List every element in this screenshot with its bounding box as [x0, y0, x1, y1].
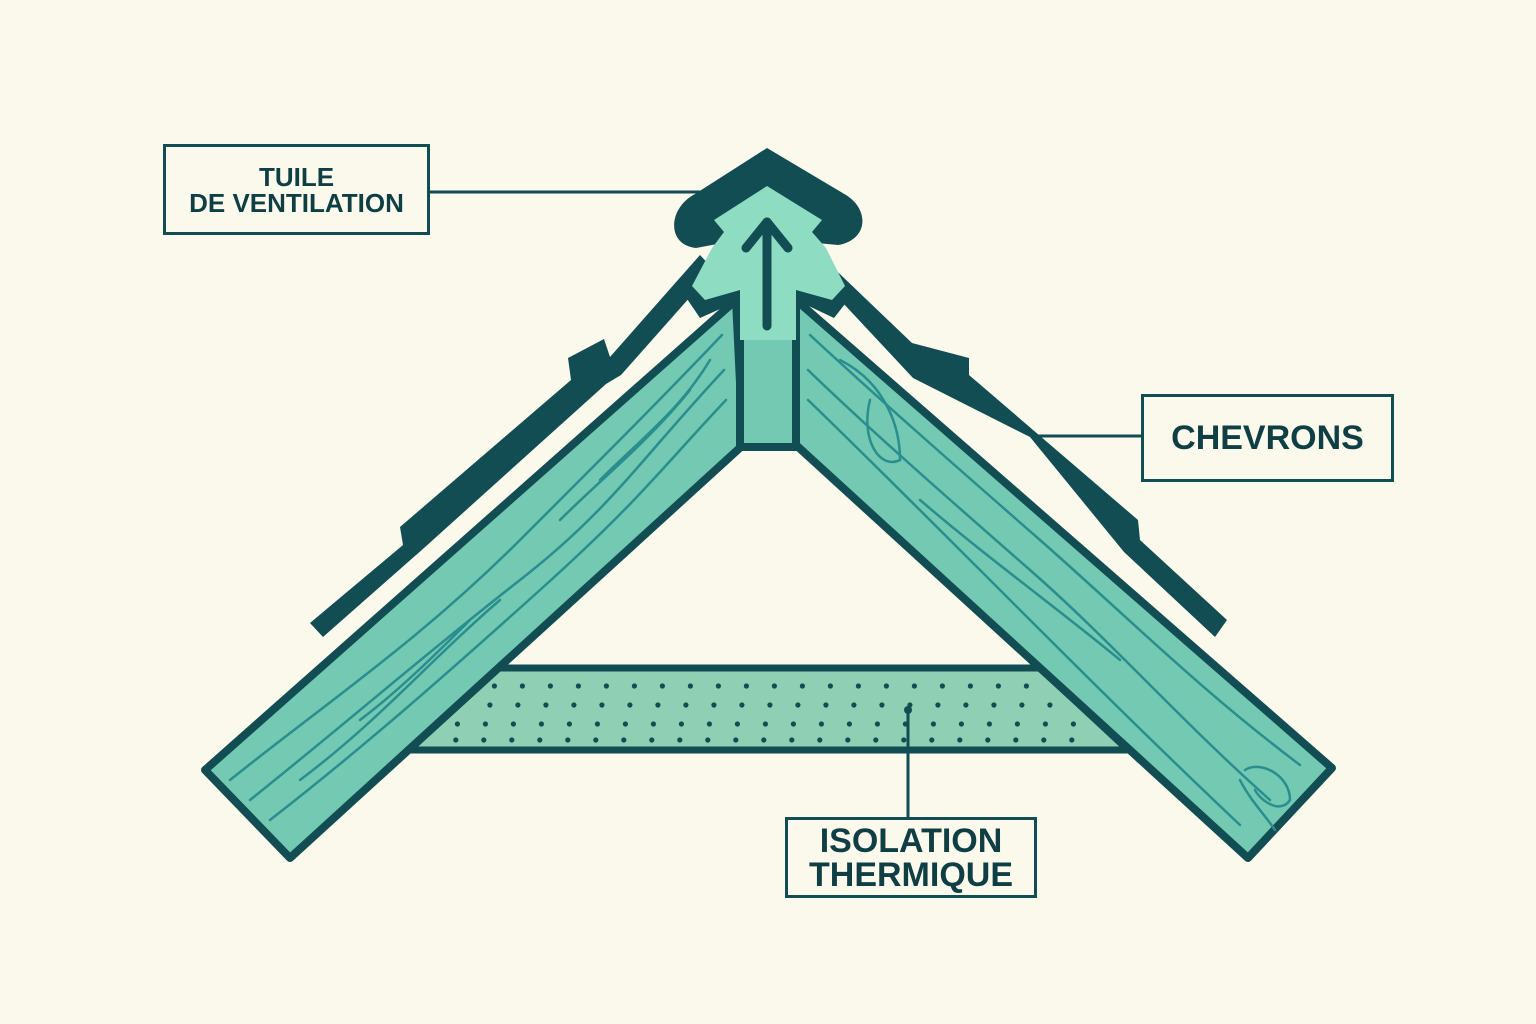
roof-covering-right — [814, 255, 1227, 637]
label-rafters: CHEVRONS — [1141, 394, 1394, 482]
insulation-slab — [406, 664, 1132, 754]
ventilation-arrow-icon — [741, 217, 793, 331]
insulation-texture — [453, 683, 1076, 743]
rafter-left — [201, 296, 747, 862]
label-ventilation-tile-line2: DE VENTILATION — [189, 187, 404, 218]
rafter-left-grain — [228, 333, 728, 822]
rafter-right — [792, 296, 1336, 862]
label-thermal-insulation: ISOLATION THERMIQUE — [785, 817, 1037, 898]
label-thermal-insulation-line2: THERMIQUE — [809, 855, 1013, 894]
leader-lines — [430, 190, 1141, 817]
label-thermal-insulation-line1: ISOLATION — [819, 821, 1003, 860]
label-rafters-text: CHEVRONS — [1171, 419, 1364, 457]
label-ventilation-tile-line1: TUILE — [258, 161, 335, 192]
label-ventilation-tile: TUILE DE VENTILATION — [163, 144, 430, 235]
roof-covering-left — [310, 255, 714, 637]
leader-isolation-dot — [904, 706, 912, 714]
rafter-right-grain — [806, 333, 1302, 832]
